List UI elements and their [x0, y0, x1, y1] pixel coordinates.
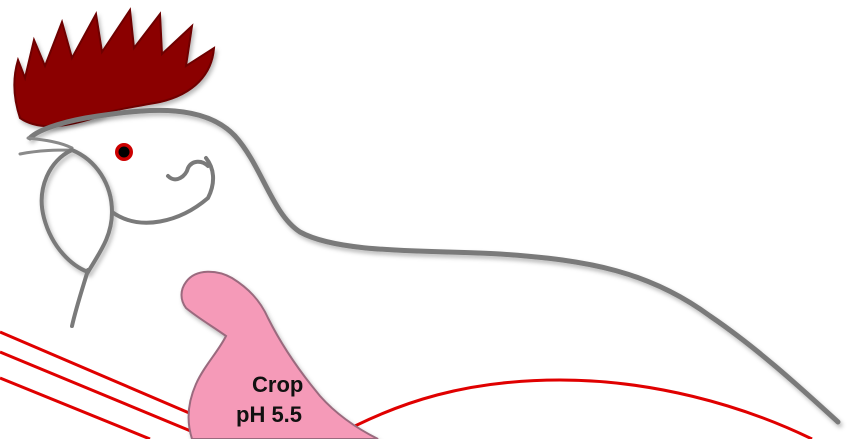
crop-ph: pH 5.5 — [236, 402, 302, 427]
comb-icon — [14, 10, 214, 126]
eye-icon — [115, 143, 133, 161]
beak-upper — [20, 138, 72, 154]
throat-line — [112, 158, 213, 223]
wattle — [42, 150, 112, 272]
tract-lines — [0, 332, 812, 439]
wattle-drop — [72, 270, 88, 326]
crop-title: Crop — [252, 372, 303, 397]
body-outline — [30, 110, 838, 422]
mouth-mark — [168, 162, 208, 180]
